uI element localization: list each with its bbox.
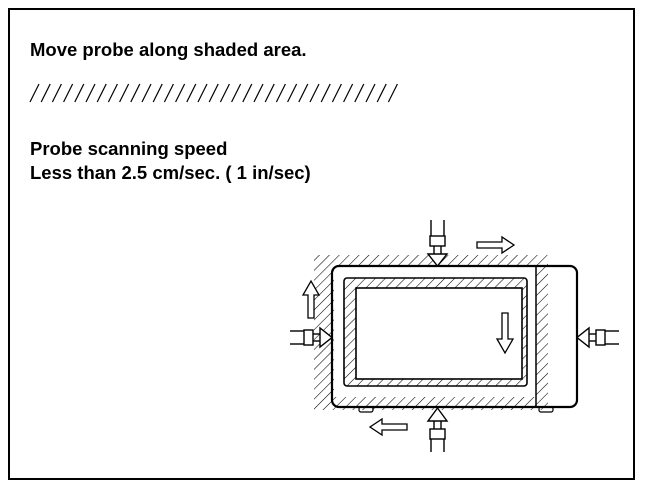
door-frame xyxy=(343,277,528,387)
arrow-up-icon xyxy=(301,279,321,319)
instruction-text: Move probe along shaded area. xyxy=(30,39,307,60)
probe-bottom-icon xyxy=(426,406,449,452)
shaded-scan-area xyxy=(300,245,560,420)
oven-body xyxy=(330,264,579,409)
door-window xyxy=(355,287,523,380)
oven-foot-right xyxy=(538,406,554,413)
speed-title: Probe scanning speed xyxy=(30,138,228,159)
speed-value: Less than 2.5 cm/sec. ( 1 in/sec) xyxy=(30,162,311,183)
probe-top-icon xyxy=(426,220,449,268)
hatch-legend-icon xyxy=(29,83,398,103)
arrow-left-icon xyxy=(368,417,408,437)
arrow-down-icon xyxy=(495,312,515,355)
probe-left-icon xyxy=(290,326,334,349)
oven-foot-left xyxy=(358,406,374,413)
arrow-right-icon xyxy=(476,235,516,255)
probe-right-icon xyxy=(575,326,619,349)
